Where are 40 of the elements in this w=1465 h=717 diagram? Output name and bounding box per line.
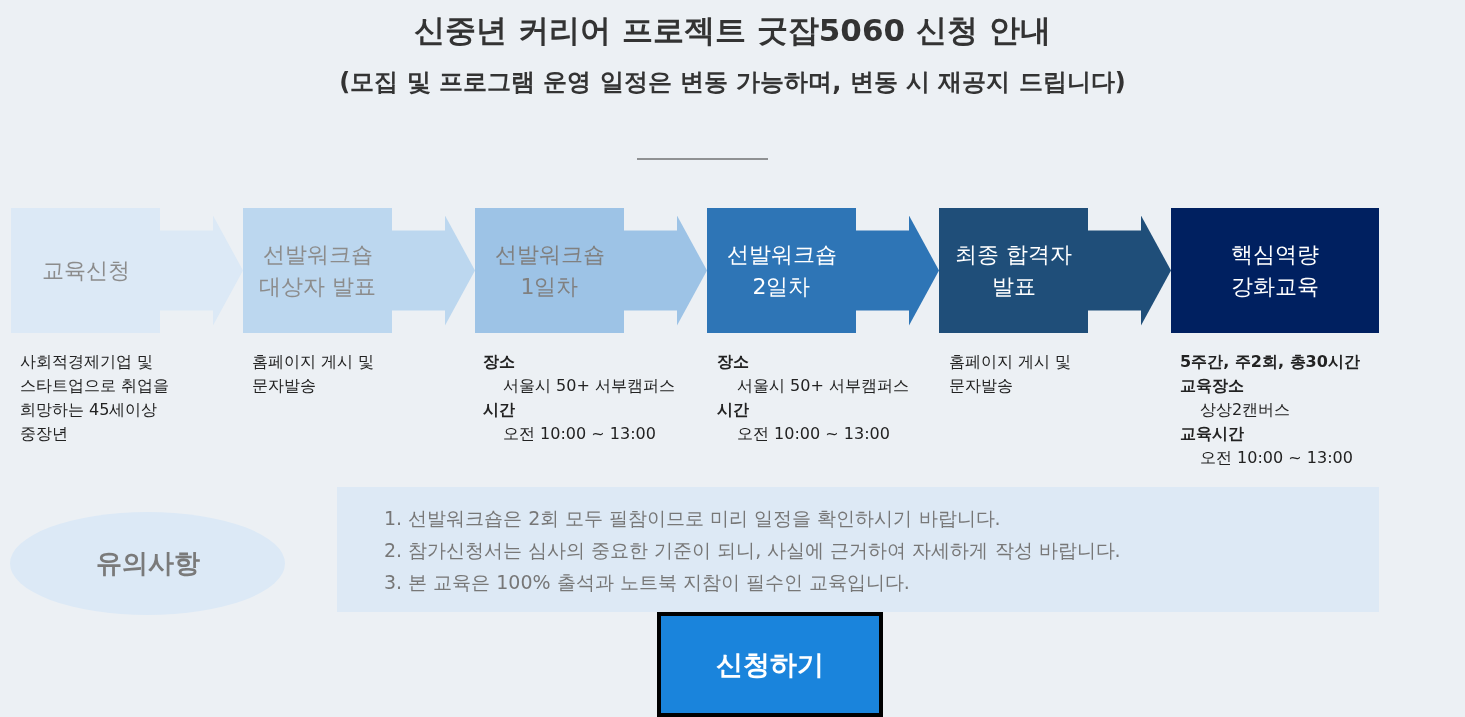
schedule-note: (모집 및 프로그램 운영 일정은 변동 가능하며, 변동 시 재공지 드립니다): [338, 67, 1127, 98]
step-title: 선발워크숍 1일차: [493, 240, 606, 301]
notes-panel: [337, 487, 1379, 612]
process-step-box: [707, 208, 856, 333]
step-detail-text: 서울시 50+ 서부캠퍼스: [503, 375, 676, 397]
step-detail-text: 장소: [483, 351, 516, 373]
step-detail-text: 서울시 50+ 서부캠퍼스: [737, 375, 910, 397]
flow-arrow: [856, 215, 939, 326]
step-detail-text: 오전 10:00 ~ 13:00: [737, 423, 891, 445]
flow-arrow: [160, 215, 243, 326]
apply-button: 신청하기: [657, 612, 883, 717]
step-detail-text: 사회적경제기업 및 스타트업으로 취업을 희망하는 45세이상 중장년: [20, 351, 170, 445]
step-detail-text: 교육시간: [1180, 423, 1245, 445]
flow-arrow: [392, 215, 475, 326]
process-step-box: [1171, 208, 1379, 333]
step-detail-text: 장소: [717, 351, 750, 373]
step-title: 교육신청: [41, 256, 130, 285]
notes-heading: 유의사항: [95, 547, 200, 580]
note-text: 2. 참가신청서는 심사의 중요한 기준이 되니, 사실에 근거하여 자세하게 작성 바랍니다.: [384, 537, 1121, 563]
note-text: 1. 선발워크숍은 2회 모두 필참이므로 미리 일정을 확인하시기 바랍니다.: [384, 505, 1001, 531]
step-detail-text: 오전 10:00 ~ 13:00: [1200, 447, 1354, 469]
page-title: 신중년 커리어 프로젝트 굿잡5060 신청 안내: [413, 11, 1052, 50]
flow-arrow: [1088, 215, 1171, 326]
process-step-box: [243, 208, 392, 333]
step-detail-text: 홈페이지 게시 및 문자발송: [949, 351, 1073, 397]
process-step-box: [475, 208, 624, 333]
step-detail-text: 교육장소: [1180, 375, 1245, 397]
step-detail-text: 홈페이지 게시 및 문자발송: [252, 351, 376, 397]
step-title: 선발워크숍 대상자 발표: [258, 240, 377, 301]
step-detail-text: 오전 10:00 ~ 13:00: [503, 423, 657, 445]
step-detail-text: 시간: [483, 399, 516, 421]
step-title: 선발워크숍 2일차: [725, 240, 838, 301]
step-detail-text: 상상2캔버스: [1200, 399, 1292, 421]
step-title: 최종 합격자 발표: [954, 240, 1073, 301]
flow-arrow: [624, 215, 707, 326]
note-text: 3. 본 교육은 100% 출석과 노트북 지참이 필수인 교육입니다.: [384, 569, 910, 595]
process-step-box: [939, 208, 1088, 333]
step-detail-text: 5주간, 주2회, 총30시간: [1180, 351, 1361, 373]
step-title: 핵심역량 강화교육: [1230, 240, 1320, 301]
step-detail-text: 시간: [717, 399, 750, 421]
